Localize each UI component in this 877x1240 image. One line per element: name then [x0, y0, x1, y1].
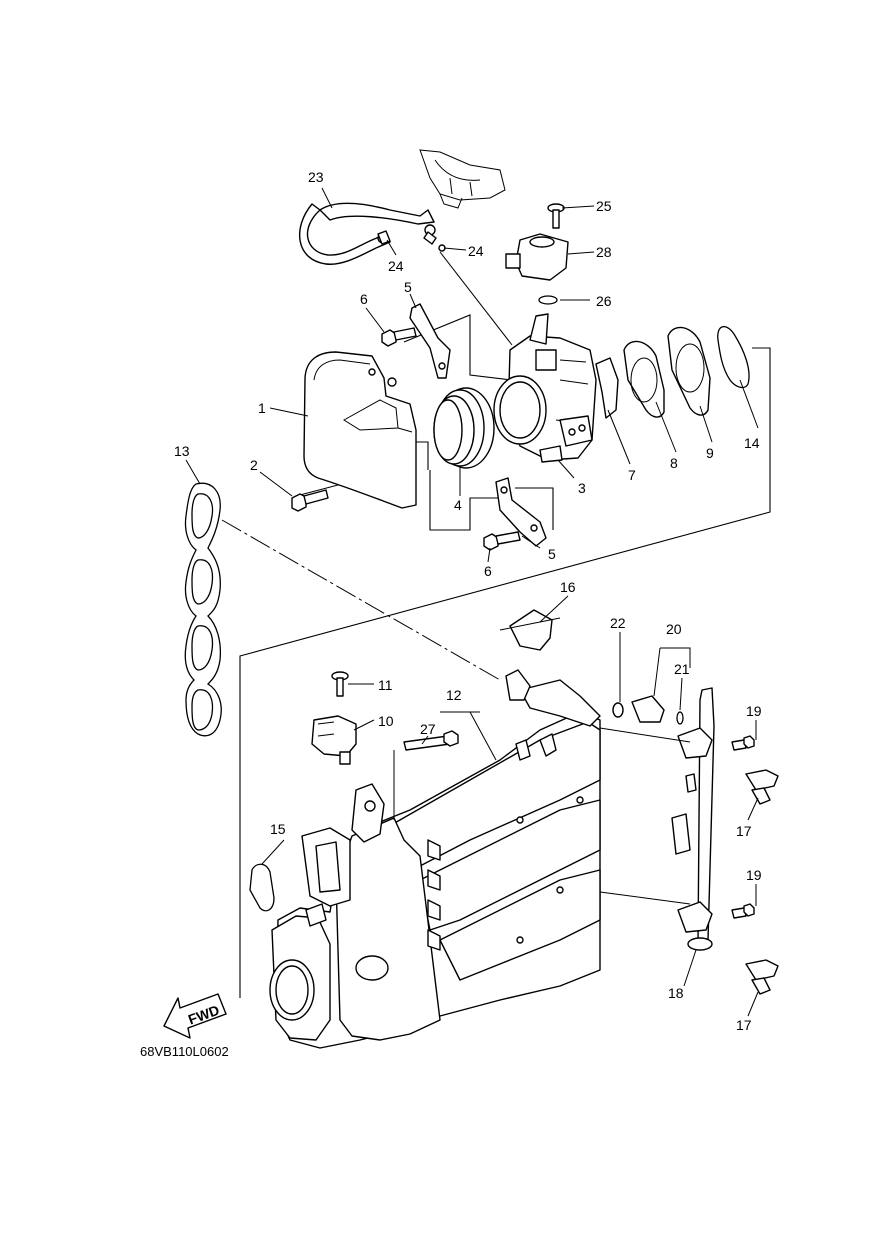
callout-numbers: 23 24 24 25 28 26 27 28 6 5 1 2 4 3 7 8 … — [174, 169, 762, 1001]
callout-17b: 17 — [736, 1017, 752, 1033]
bolt-2 — [291, 489, 329, 512]
callout-24-right: 24 — [468, 243, 484, 259]
bracket-lower — [483, 477, 547, 551]
throttle-sensor-group — [505, 203, 569, 305]
callout-27: 27 — [420, 721, 436, 737]
callout-9: 9 — [706, 445, 714, 461]
bracket-upper — [381, 303, 451, 379]
callout-24-left: 24 — [388, 258, 404, 274]
callout-18: 18 — [668, 985, 684, 1001]
fuel-rail — [671, 687, 715, 951]
gasket-7 — [595, 357, 619, 419]
gasket-9 — [667, 326, 711, 416]
callout-16: 16 — [560, 579, 576, 595]
manifold-gasket — [184, 482, 222, 737]
bolt-27 — [403, 730, 459, 751]
callout-28: 28 — [596, 244, 612, 260]
callout-1: 1 — [258, 400, 266, 416]
callout-leaders — [185, 187, 759, 1017]
callout-5-lower: 5 — [548, 546, 556, 562]
clips-17 — [745, 769, 779, 995]
callout-6-lower: 6 — [484, 563, 492, 579]
callout-2: 2 — [250, 457, 258, 473]
gasket-8 — [623, 340, 665, 418]
callout-19-upper: 19 — [746, 703, 762, 719]
pressure-sensor — [311, 671, 357, 765]
callout-25: 25 — [596, 198, 612, 214]
callout-17-upper: 17 — [736, 823, 752, 839]
callout-10: 10 — [378, 713, 394, 729]
vacuum-hose — [298, 202, 436, 265]
callout-19-lower: 19 — [746, 867, 762, 883]
injector-20-group — [612, 695, 684, 725]
gasket-15 — [249, 863, 275, 912]
bolts-19 — [731, 735, 755, 919]
throttle-body — [493, 313, 597, 463]
callout-3: 3 — [578, 480, 586, 496]
engine-block-fragment — [419, 149, 506, 209]
callout-26: 26 — [596, 293, 612, 309]
callout-14: 14 — [744, 435, 760, 451]
sensor-16 — [499, 609, 561, 651]
callout-12: 12 — [446, 687, 462, 703]
rubber-joint — [433, 387, 495, 469]
callout-23: 23 — [308, 169, 324, 185]
o-ring-14 — [717, 326, 750, 389]
fwd-arrow-icon: FWD — [163, 993, 227, 1039]
callout-21: 21 — [674, 661, 690, 677]
callout-13: 13 — [174, 443, 190, 459]
callout-11: 11 — [378, 677, 393, 693]
callout-7: 7 — [628, 467, 636, 483]
callout-20: 20 — [666, 621, 682, 637]
assembly-frames — [221, 251, 771, 998]
drawing-code: 68VB110L0602 — [140, 1044, 229, 1059]
callout-8: 8 — [670, 455, 678, 471]
callout-6-upper: 6 — [360, 291, 368, 307]
intake-silencer — [303, 351, 417, 509]
callout-5-upper: 5 — [404, 279, 412, 295]
callout-4: 4 — [454, 497, 462, 513]
callout-15: 15 — [270, 821, 286, 837]
callout-22: 22 — [610, 615, 626, 631]
intake-manifold — [269, 669, 601, 1049]
